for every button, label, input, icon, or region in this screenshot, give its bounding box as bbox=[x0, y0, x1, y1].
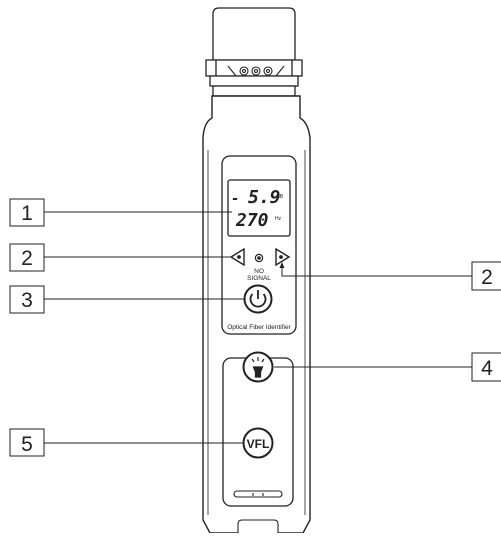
lcd-screen bbox=[227, 179, 291, 237]
callout-box-4: 4 bbox=[471, 352, 501, 382]
status-no: NO bbox=[254, 268, 264, 275]
flashlight-icon bbox=[251, 357, 265, 378]
bottom-port bbox=[237, 519, 279, 533]
right-arrow-button[interactable] bbox=[275, 247, 291, 267]
connector-ports bbox=[227, 65, 285, 77]
callout-label-5: 5 bbox=[21, 433, 33, 456]
lcd-unit-db: dB bbox=[277, 194, 284, 200]
lcd-value-hz: 270 bbox=[235, 210, 269, 231]
leader-arrowheads bbox=[279, 262, 285, 268]
leader-lines bbox=[44, 211, 472, 444]
callout-box-5: 5 bbox=[9, 428, 45, 457]
flashlight-button[interactable] bbox=[242, 351, 274, 383]
bottom-slot bbox=[233, 490, 283, 498]
vfl-label: VFL bbox=[247, 437, 270, 451]
device-label: Optical Fiber Identifier bbox=[227, 324, 291, 331]
signal-led bbox=[254, 253, 264, 263]
callout-box-1: 1 bbox=[9, 198, 45, 227]
callout-box-2-right: 2 bbox=[471, 261, 501, 291]
vfl-button[interactable] bbox=[242, 427, 274, 459]
callout-label-3: 3 bbox=[21, 289, 33, 312]
connector-head bbox=[205, 7, 303, 97]
lcd-value-db: 5.9 bbox=[248, 187, 281, 208]
lcd-unit-hz: Hz bbox=[275, 216, 282, 222]
callout-label-2-right: 2 bbox=[481, 266, 493, 289]
upper-panel bbox=[221, 155, 297, 335]
callout-label-4: 4 bbox=[481, 357, 493, 380]
left-arrow-button[interactable] bbox=[229, 247, 245, 267]
lcd-sign: - bbox=[231, 191, 239, 207]
status-signal: SIGNAL bbox=[247, 275, 271, 282]
callout-box-3: 3 bbox=[9, 285, 45, 314]
callout-label-1: 1 bbox=[21, 202, 33, 225]
power-icon bbox=[249, 290, 267, 308]
callout-box-2-left: 2 bbox=[9, 243, 45, 272]
power-button[interactable] bbox=[243, 284, 273, 314]
callout-label-2-left: 2 bbox=[21, 247, 33, 270]
